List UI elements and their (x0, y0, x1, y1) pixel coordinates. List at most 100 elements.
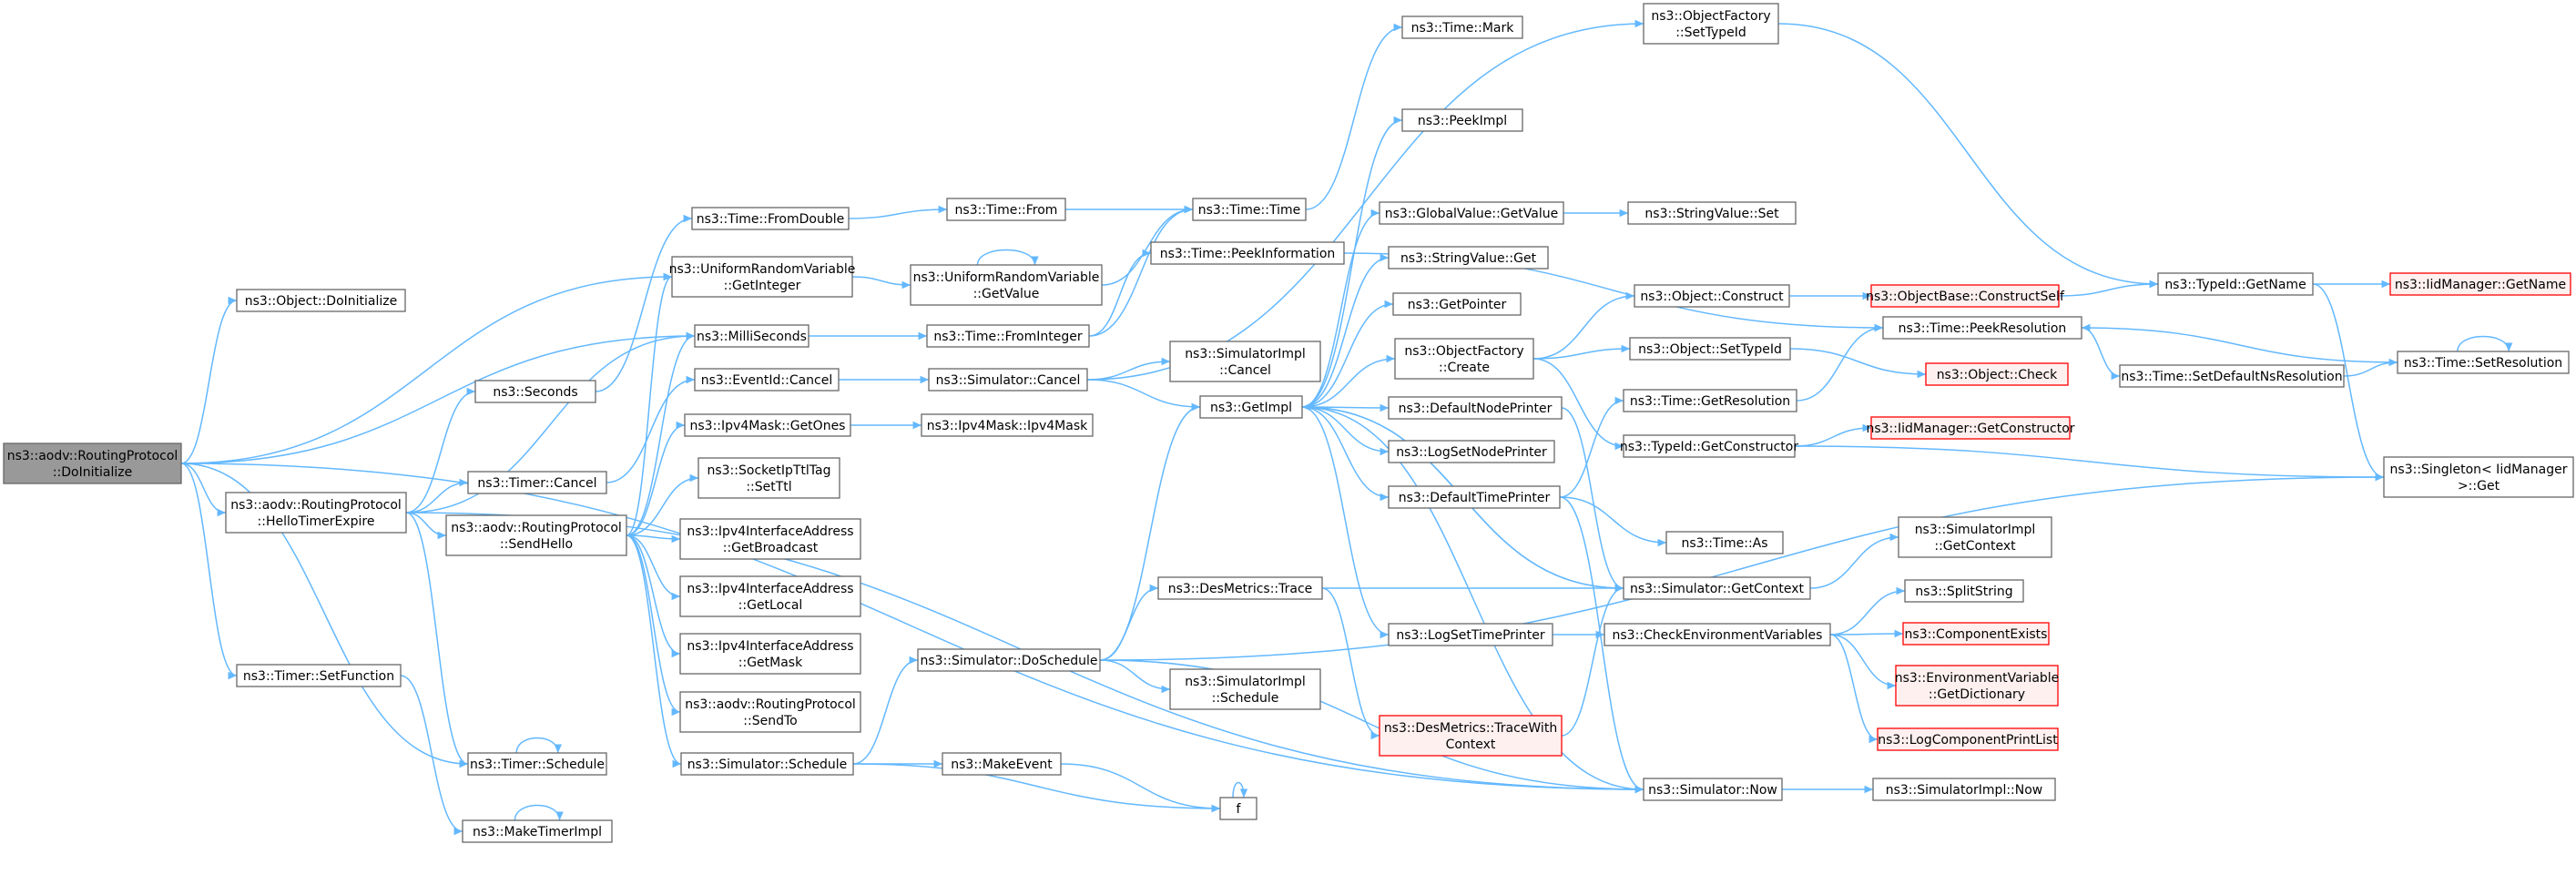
node-getbcast[interactable]: ns3::Ipv4InterfaceAddress::GetBroadcast (679, 518, 861, 560)
node-logsetnodeprinter[interactable]: ns3::LogSetNodePrinter (1388, 440, 1555, 463)
node-box[interactable] (1388, 396, 1563, 420)
node-getlocal[interactable]: ns3::Ipv4InterfaceAddress::GetLocal (679, 575, 861, 617)
node-simschedule[interactable]: ns3::Simulator::Schedule (680, 752, 854, 776)
node-box[interactable] (467, 471, 607, 494)
node-defnodeprinter[interactable]: ns3::DefaultNodePrinter (1388, 396, 1563, 420)
node-box[interactable] (942, 752, 1062, 776)
node-setres[interactable]: ns3::Time::SetResolution (2397, 351, 2570, 374)
node-box[interactable] (1902, 622, 2050, 646)
node-objconstruct[interactable]: ns3::Object::Construct (1634, 284, 1790, 308)
node-peekimpl[interactable]: ns3::PeekImpl (1401, 108, 1523, 132)
node-gvgetvalue[interactable]: ns3::GlobalValue::GetValue (1379, 201, 1564, 225)
node-sendhello[interactable]: ns3::aodv::RoutingProtocol::SendHello (445, 514, 627, 556)
node-box[interactable] (684, 413, 851, 437)
node-iidgetname[interactable]: ns3::IidManager::GetName (2389, 272, 2571, 296)
node-box[interactable] (1872, 778, 2056, 801)
node-box[interactable] (1623, 576, 1811, 600)
node-box[interactable] (921, 413, 1094, 437)
node-box[interactable] (1643, 778, 1783, 801)
node-box[interactable] (694, 324, 809, 348)
node-constructself[interactable]: ns3::ObjectBase::ConstructSelf (1866, 284, 2065, 308)
node-timeas[interactable]: ns3::Time::As (1665, 531, 1784, 554)
node-objsettypeid[interactable]: ns3::Object::SetTypeId (1629, 337, 1791, 361)
node-box[interactable] (236, 664, 402, 687)
node-box[interactable] (1898, 516, 2052, 558)
node-box[interactable] (928, 368, 1088, 392)
node-sendto[interactable]: ns3::aodv::RoutingProtocol::SendTo (679, 691, 861, 733)
node-urvgetint[interactable]: ns3::UniformRandomVariable::GetInteger (669, 256, 856, 298)
node-logcompprint[interactable]: ns3::LogComponentPrintList (1877, 727, 2059, 751)
node-box[interactable] (1199, 395, 1303, 419)
node-box[interactable] (1169, 668, 1321, 710)
node-simimplnow[interactable]: ns3::SimulatorImpl::Now (1872, 778, 2056, 801)
node-ofcreate[interactable]: ns3::ObjectFactory::Create (1394, 338, 1534, 380)
node-urvgetval[interactable]: ns3::UniformRandomVariable::GetValue (910, 264, 1103, 306)
node-simimplsched[interactable]: ns3::SimulatorImpl::Schedule (1169, 668, 1321, 710)
node-getctor[interactable]: ns3::TypeId::GetConstructor (1620, 434, 1798, 458)
node-simimplcancel[interactable]: ns3::SimulatorImpl::Cancel (1169, 341, 1321, 382)
node-timefrom[interactable]: ns3::Time::From (946, 198, 1066, 221)
node-box[interactable] (1623, 389, 1797, 412)
node-getimpl[interactable]: ns3::GetImpl (1199, 395, 1303, 419)
node-getpointer[interactable]: ns3::GetPointer (1392, 292, 1522, 316)
node-box[interactable] (1388, 440, 1555, 463)
node-box[interactable] (1388, 485, 1561, 509)
node-box[interactable] (3, 442, 182, 484)
node-makeevent[interactable]: ns3::MakeEvent (942, 752, 1062, 776)
node-box[interactable] (2119, 364, 2345, 388)
node-box[interactable] (680, 752, 854, 776)
node-box[interactable] (474, 380, 596, 403)
node-box[interactable] (946, 198, 1066, 221)
node-objcheck[interactable]: ns3::Object::Check (1925, 362, 2069, 386)
node-iidgetctor[interactable]: ns3::IidManager::GetConstructor (1866, 416, 2075, 440)
node-box[interactable] (1392, 292, 1522, 316)
node-box[interactable] (1882, 316, 2082, 340)
node-maskgetones[interactable]: ns3::Ipv4Mask::GetOnes (684, 413, 851, 437)
node-box[interactable] (2397, 351, 2570, 374)
node-box[interactable] (225, 492, 407, 534)
node-box[interactable] (1394, 338, 1534, 380)
node-seconds[interactable]: ns3::Seconds (474, 380, 596, 403)
node-setdefnsres[interactable]: ns3::Time::SetDefaultNsResolution (2119, 364, 2345, 388)
node-box[interactable] (1388, 623, 1553, 646)
node-box[interactable] (1157, 576, 1323, 600)
node-logsettimeprinter[interactable]: ns3::LogSetTimePrinter (1388, 623, 1553, 646)
node-box[interactable] (679, 518, 861, 560)
node-box[interactable] (467, 752, 607, 776)
node-peekres[interactable]: ns3::Time::PeekResolution (1882, 316, 2082, 340)
node-compexists[interactable]: ns3::ComponentExists (1902, 622, 2050, 646)
node-box[interactable] (697, 457, 840, 499)
node-timerschedule[interactable]: ns3::Timer::Schedule (467, 752, 607, 776)
node-box[interactable] (2157, 272, 2314, 296)
node-box[interactable] (679, 691, 861, 733)
node-box[interactable] (1895, 665, 2059, 707)
node-doschedule[interactable]: ns3::Simulator::DoSchedule (917, 648, 1101, 672)
node-typeidgetname[interactable]: ns3::TypeId::GetName (2157, 272, 2314, 296)
node-simnow[interactable]: ns3::Simulator::Now (1643, 778, 1783, 801)
node-peekinfo[interactable]: ns3::Time::PeekInformation (1150, 241, 1345, 265)
node-fromdouble[interactable]: ns3::Time::FromDouble (691, 207, 850, 230)
node-box[interactable] (910, 264, 1103, 306)
node-box[interactable] (1870, 416, 2071, 440)
node-ofsettypeid[interactable]: ns3::ObjectFactory::SetTypeId (1643, 3, 1779, 45)
node-objdoinit[interactable]: ns3::Object::DoInitialize (236, 289, 406, 312)
node-getmask[interactable]: ns3::Ipv4InterfaceAddress::GetMask (679, 633, 861, 675)
node-box[interactable] (1634, 284, 1790, 308)
node-timercancel[interactable]: ns3::Timer::Cancel (467, 471, 607, 494)
node-box[interactable] (1401, 15, 1523, 39)
node-box[interactable] (1379, 201, 1564, 225)
node-box[interactable] (1604, 623, 1831, 646)
node-box[interactable] (1665, 531, 1784, 554)
node-timetime[interactable]: ns3::Time::Time (1192, 198, 1307, 221)
node-box[interactable] (2389, 272, 2571, 296)
node-box[interactable] (1643, 3, 1779, 45)
node-simimplgetctx[interactable]: ns3::SimulatorImpl::GetContext (1898, 516, 2052, 558)
node-splitstring[interactable]: ns3::SplitString (1904, 579, 2024, 603)
node-box[interactable] (694, 368, 840, 392)
node-desmetrics[interactable]: ns3::DesMetrics::Trace (1157, 576, 1323, 600)
node-box[interactable] (1629, 337, 1791, 361)
node-f[interactable]: f (1219, 797, 1257, 820)
node-box[interactable] (917, 648, 1101, 672)
node-millis[interactable]: ns3::MilliSeconds (694, 324, 809, 348)
node-box[interactable] (679, 575, 861, 617)
